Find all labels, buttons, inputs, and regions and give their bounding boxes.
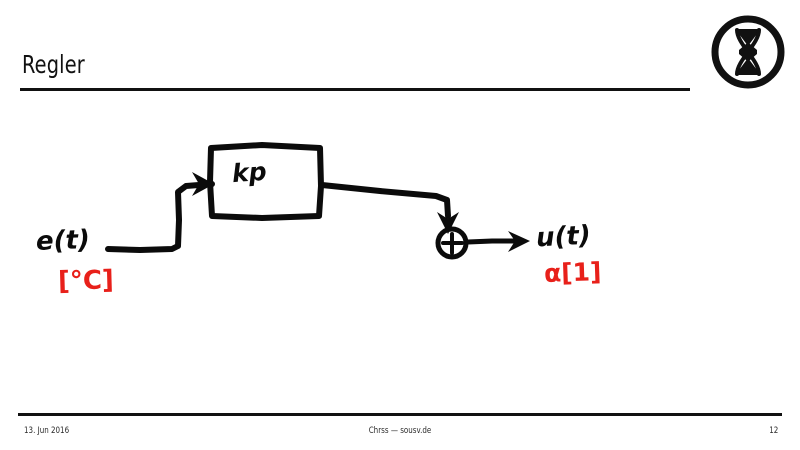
footer-date: 13. Jun 2016 bbox=[24, 426, 70, 436]
kp-block-label: kp bbox=[231, 156, 268, 189]
block-output-path bbox=[319, 182, 451, 219]
arrow-right-icon-output bbox=[508, 231, 530, 252]
footer-author: Chrss — sousv.de bbox=[368, 426, 432, 436]
footer-page-number: 12 bbox=[768, 426, 778, 436]
output-signal-path bbox=[465, 238, 519, 245]
arrow-down-icon bbox=[437, 212, 459, 234]
output-signal-label: u(t) bbox=[535, 220, 592, 254]
arrow-right-icon bbox=[192, 172, 214, 196]
plus-circle-icon bbox=[435, 226, 469, 260]
title-divider bbox=[20, 88, 690, 91]
hourglass-in-circle-logo bbox=[711, 15, 785, 89]
output-unit-annotation: α[1] bbox=[543, 257, 602, 288]
input-signal-path bbox=[105, 181, 215, 253]
input-unit-annotation: [°C] bbox=[57, 265, 115, 297]
input-signal-label: e(t) bbox=[35, 225, 91, 257]
page-title: Regler bbox=[22, 50, 85, 79]
footer-divider bbox=[18, 413, 782, 416]
